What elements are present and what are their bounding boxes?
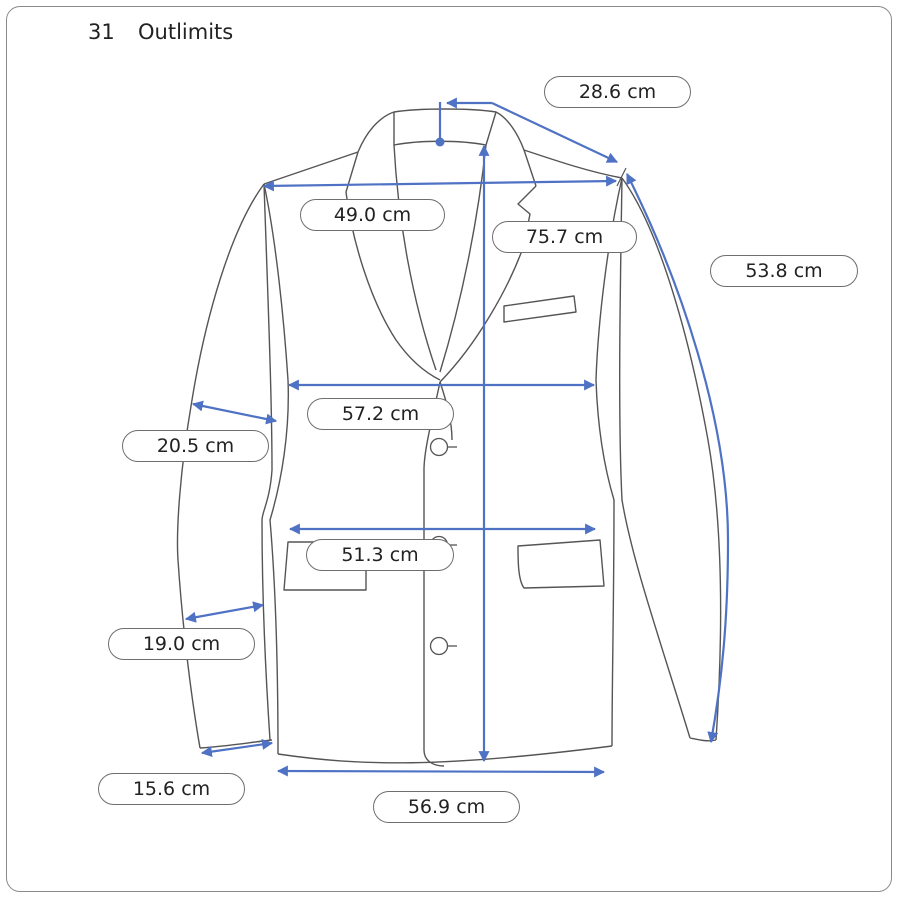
shoulder-width-label: 49.0 cm: [300, 199, 445, 231]
button-top: [429, 437, 457, 457]
brand-name: Outlimits: [138, 20, 234, 44]
hem-line: [276, 765, 606, 778]
shoulder-line-diag: [491, 102, 618, 163]
chest-label: 57.2 cm: [307, 398, 454, 430]
right-lapel-inner: [439, 144, 487, 373]
chest-pocket: [503, 295, 577, 323]
button-bottom: [429, 636, 457, 656]
left-lapel-inner: [393, 144, 437, 371]
collar: [345, 108, 537, 193]
right-sleeve-outer: [621, 177, 722, 741]
right-lapel: [439, 185, 537, 383]
shoulder-label: 28.6 cm: [544, 76, 691, 108]
cuff-line: [200, 738, 274, 758]
sleeve-label: 53.8 cm: [710, 255, 858, 287]
right-lower-pocket: [517, 539, 605, 589]
upper-arm-label: 20.5 cm: [122, 430, 269, 462]
left-sleeve-inner: [261, 183, 273, 741]
upper-arm-line: [191, 400, 278, 425]
left-body-side: [263, 183, 289, 755]
measurement-lines: [184, 97, 730, 778]
forearm-label: 19.0 cm: [108, 628, 255, 660]
sleeve-line: [626, 173, 730, 744]
left-shoulder: [263, 151, 359, 185]
length-label: 75.7 cm: [492, 221, 637, 253]
right-sleeve-inner: [618, 177, 691, 739]
center-back-dot: [435, 137, 445, 147]
hem-label: 56.9 cm: [373, 791, 520, 823]
shoulder-tick: [616, 167, 627, 187]
shoulder-width-line: [262, 175, 618, 192]
item-number: 31: [88, 20, 115, 44]
right-body-side: [595, 177, 623, 747]
hem: [277, 745, 613, 764]
waist-label: 51.3 cm: [306, 539, 454, 571]
left-sleeve-outer: [176, 183, 265, 749]
right-shoulder: [523, 149, 623, 179]
cuff-label: 15.6 cm: [98, 773, 245, 805]
forearm-line: [184, 601, 265, 623]
diagram-header: 31 Outlimits: [88, 20, 233, 44]
collar-inner: [393, 111, 497, 146]
